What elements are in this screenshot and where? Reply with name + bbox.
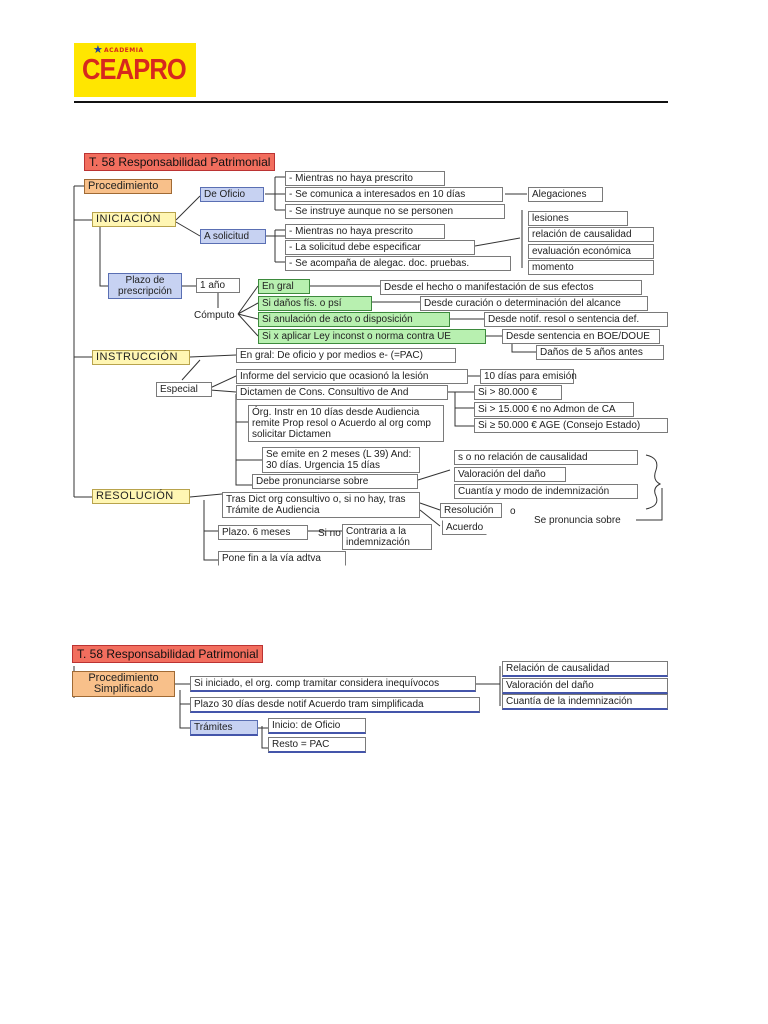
inequivocos-item: Cuantía de la indemnización (502, 694, 668, 710)
computo-rule-desc: Desde sentencia en BOE/DOUE (502, 329, 660, 344)
de-oficio-item: - Mientras no haya prescrito (285, 171, 445, 186)
proc-simplificado-box: Procedimiento Simplificado (72, 671, 175, 697)
tras-dict-box: Tras Dict org consultivo o, si no hay, t… (222, 492, 420, 518)
instruccion-box: INSTRUCCIÓN (92, 350, 190, 365)
de-oficio-item: - Se instruye aunque no se personen (285, 204, 505, 219)
a-solicitud-item: - Mientras no haya prescrito (285, 224, 445, 239)
ceapro-logo: ★ ACADEMIA CEAPRO (74, 43, 196, 97)
computo-rule-label: Si anulación de acto o disposición (258, 312, 450, 327)
danos-5-box: Daños de 5 años antes (536, 345, 664, 360)
computo-rule-desc: Desde el hecho o manifestación de sus ef… (380, 280, 642, 295)
o-label: o (510, 506, 516, 517)
pronuncia-item: s o no relación de causalidad (454, 450, 638, 465)
especial-box: Especial (156, 382, 212, 397)
computo-rule-label: En gral (258, 279, 310, 294)
computo-label: Cómputo (194, 310, 235, 321)
de-oficio-item: - Se comunica a interesados en 10 días (285, 187, 503, 202)
de-oficio-box: De Oficio (200, 187, 264, 202)
en-gral-pac-box: En gral: De oficio y por medios e- (=PAC… (236, 348, 456, 363)
un-ano-box: 1 año (196, 278, 240, 293)
computo-rule-desc: Desde curación o determinación del alcan… (420, 296, 648, 311)
informe-box: Informe del servicio que ocasionó la les… (236, 369, 468, 384)
a-solicitud-box: A solicitud (200, 229, 266, 244)
acuerdo-box: Acuerdo (442, 520, 488, 535)
alegaciones-box: Alegaciones (528, 187, 603, 202)
diagram1-title: T. 58 Responsabilidad Patrimonial (84, 153, 276, 171)
especificar-item: momento (528, 260, 654, 275)
resto-box: Resto = PAC (268, 737, 366, 753)
se-pronuncia-sobre-label: Se pronuncia sobre (534, 515, 621, 526)
inicio-box: Inicio: de Oficio (268, 718, 366, 734)
iniciacion-box: INICIACIÓN (92, 212, 176, 227)
pronuncia-item: Valoración del daño (454, 467, 566, 482)
a-solicitud-item: - La solicitud debe especificar (285, 240, 475, 255)
inequivocos-item: Valoración del daño (502, 678, 668, 694)
plazo-30-box: Plazo 30 días desde notif Acuerdo tram s… (190, 697, 480, 713)
dictamen-item: Si > 15.000 € no Admon de CA (474, 402, 634, 417)
especificar-item: evaluación económica (528, 244, 654, 259)
header-divider (74, 101, 668, 103)
tramites-box: Trámites (190, 720, 258, 736)
pone-fin-box: Pone fin a la vía adtva (218, 551, 346, 566)
resolucion-small-box: Resolución (440, 503, 502, 518)
logo-academia-text: ACADEMIA (104, 47, 144, 54)
dias-emision-box: 10 días para emisión (480, 369, 577, 384)
computo-rule-label: Si daños fís. o psí (258, 296, 372, 311)
si-iniciado-box: Si iniciado, el org. comp tramitar consi… (190, 676, 476, 692)
dictamen-item: Si ≥ 50.000 € AGE (Consejo Estado) (474, 418, 668, 433)
logo-brand-text: CEAPRO (82, 54, 187, 86)
plazo-prescripcion-box: Plazo de prescripción (108, 273, 182, 299)
plazo-6-box: Plazo. 6 meses (218, 525, 308, 540)
a-solicitud-item: - Se acompaña de alegac. doc. pruebas. (285, 256, 511, 271)
se-emite-box: Se emite en 2 meses (L 39) And: 30 días.… (262, 447, 420, 473)
especificar-item: lesiones (528, 211, 628, 226)
si-no-label: Si no (318, 528, 341, 539)
diagram2-title: T. 58 Responsabilidad Patrimonial (72, 645, 264, 663)
contraria-box: Contraria a la indemnización (342, 524, 432, 550)
org-instr-box: Órg. Instr en 10 días desde Audiencia re… (248, 405, 444, 442)
dictamen-box: Dictamen de Cons. Consultivo de And (236, 385, 448, 400)
dictamen-item: Si > 80.000 € (474, 385, 562, 400)
debe-pronunciarse-box: Debe pronunciarse sobre (252, 474, 418, 489)
procedimiento-box: Procedimiento (84, 179, 172, 194)
resolucion-box: RESOLUCIÓN (92, 489, 190, 504)
inequivocos-item: Relación de causalidad (502, 661, 668, 677)
computo-rule-label: Si x aplicar Ley inconst o norma contra … (258, 329, 486, 344)
especificar-item: relación de causalidad (528, 227, 654, 242)
computo-rule-desc: Desde notif. resol o sentencia def. (484, 312, 668, 327)
pronuncia-item: Cuantía y modo de indemnización (454, 484, 638, 499)
star-icon: ★ (93, 43, 103, 56)
